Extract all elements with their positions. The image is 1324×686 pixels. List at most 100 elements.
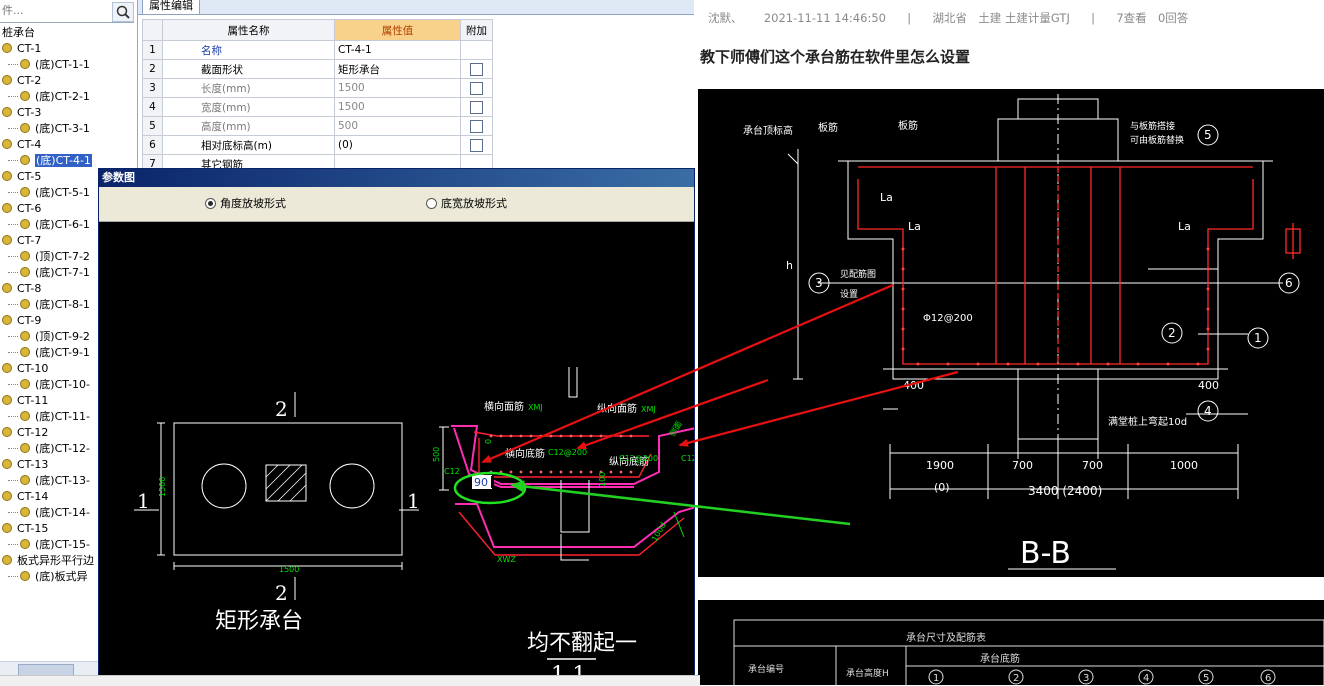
label-top-bar-v: 纵向面筋 (597, 402, 637, 415)
tree-item-label: (底)CT-8-1 (35, 298, 90, 311)
property-value[interactable]: 500 (334, 116, 461, 136)
extra-checkbox[interactable] (470, 81, 483, 95)
parameter-diagram-dialog: 参数图 角度放坡形式 底宽放坡形式 (98, 168, 695, 685)
label-top-code-1: XMJ (528, 403, 543, 412)
tree-item[interactable]: (底)CT-7-1 (8, 265, 90, 281)
property-value[interactable]: CT-4-1 (334, 40, 461, 60)
property-extra-cell (460, 59, 493, 79)
tab-property-edit[interactable]: 属性编辑 (142, 0, 200, 14)
tree-item[interactable]: (顶)CT-7-2 (8, 249, 90, 265)
row-number: 5 (142, 116, 163, 136)
tree-item-label: (底)CT-14- (35, 506, 90, 519)
component-gear-icon (20, 123, 30, 133)
cad-label-la-right: La (1178, 220, 1191, 233)
tree-item-label: (底)CT-12- (35, 442, 90, 455)
tree-item[interactable]: CT-3 (2, 105, 41, 121)
tree-item[interactable]: (底)CT-9-1 (8, 345, 90, 361)
tree-item[interactable]: 板式异形平行边 (2, 553, 94, 569)
tree-item[interactable]: CT-11 (2, 393, 48, 409)
post-author[interactable]: 沈默、 (708, 11, 743, 25)
property-value[interactable]: 矩形承台 (334, 59, 461, 79)
post-replies: 0回答 (1157, 11, 1189, 25)
tree-item[interactable]: (底)CT-10- (8, 377, 90, 393)
search-button[interactable] (112, 2, 134, 22)
table-number-circle (1008, 669, 1024, 685)
table-number-circle (1198, 669, 1214, 685)
property-extra-cell (460, 135, 493, 155)
property-value[interactable]: (0) (334, 135, 461, 155)
radio-width-slope[interactable]: 底宽放坡形式 (426, 197, 507, 211)
cad-rebar (857, 166, 1254, 365)
tree-item[interactable]: CT-2 (2, 73, 41, 89)
table-number-circle (928, 669, 944, 685)
extra-checkbox[interactable] (470, 119, 483, 133)
tree-item[interactable]: CT-10 (2, 361, 48, 377)
cad-rebar-dots (901, 247, 1210, 366)
tree-item[interactable]: 桩承台 (2, 25, 35, 41)
tree-item[interactable]: (底)CT-13- (8, 473, 90, 489)
tree-item[interactable]: (底)CT-5-1 (8, 185, 90, 201)
post-category[interactable]: 土建 土建计量GTJ (978, 11, 1070, 25)
cad-bar-spec: Φ12@200 (923, 313, 973, 324)
tree-item[interactable]: (底)CT-14- (8, 505, 90, 521)
property-value[interactable]: 1500 (334, 97, 461, 117)
tree-item[interactable]: CT-4 (2, 137, 41, 153)
label-bar-spec-short: C12 (444, 467, 460, 476)
tree-item-label: (底)CT-2-1 (35, 90, 90, 103)
extra-checkbox[interactable] (470, 138, 483, 152)
tree-item[interactable]: CT-14 (2, 489, 48, 505)
tree-item[interactable]: (底)板式异 (8, 569, 88, 585)
tree-item[interactable]: (顶)CT-9-2 (8, 329, 90, 345)
tree-item-label: CT-5 (17, 170, 42, 183)
tree-item[interactable]: (底)CT-3-1 (8, 121, 90, 137)
tree-item[interactable]: (底)CT-11- (8, 409, 90, 425)
table-number: 3 (1083, 673, 1089, 684)
tree-item[interactable]: CT-13 (2, 457, 48, 473)
property-name: 名称 (162, 40, 335, 60)
cad-label-plate: 板筋 (818, 121, 838, 134)
radio-angle-slope[interactable]: 角度放坡形式 (205, 197, 286, 211)
slope-input-box[interactable] (472, 475, 492, 489)
component-gear-icon (20, 91, 30, 101)
tree-item[interactable]: (底)CT-6-1 (8, 217, 90, 233)
meta-separator: | (1091, 11, 1096, 25)
col-header-extra: 附加 (460, 19, 493, 41)
tree-item[interactable]: (底)CT-2-1 (8, 89, 90, 105)
extra-checkbox[interactable] (470, 100, 483, 114)
dialog-title[interactable]: 参数图 (99, 169, 694, 187)
property-value[interactable]: 1500 (334, 78, 461, 98)
cad-section-title: B-B (1020, 536, 1071, 571)
extra-checkbox[interactable] (470, 62, 483, 76)
tree-item[interactable]: CT-15 (2, 521, 48, 537)
cad-section-drawing[interactable]: 6 3 1 2 4 5 承台顶标高 板筋 板筋 与板筋搭接 可由板筋替换 La … (698, 89, 1324, 577)
tree-item[interactable]: CT-5 (2, 169, 41, 185)
cad-mark-4: 4 (1204, 404, 1212, 418)
tree-item[interactable]: (底)CT-12- (8, 441, 90, 457)
tree-search-input[interactable] (0, 1, 112, 19)
tree-item[interactable]: CT-12 (2, 425, 48, 441)
cad-mark-5: 5 (1204, 128, 1212, 142)
tree-item[interactable]: (底)CT-15- (8, 537, 90, 553)
tree-item[interactable]: CT-1 (2, 41, 41, 57)
label-top-bar-h: 横向面筋 (484, 400, 524, 413)
component-gear-icon (20, 155, 30, 165)
cad-table-title: 承台尺寸及配筋表 (906, 631, 986, 644)
tree-item[interactable]: CT-8 (2, 281, 41, 297)
component-gear-icon (2, 459, 12, 469)
tree-item[interactable]: (底)CT-8-1 (8, 297, 90, 313)
slope-input-value[interactable]: 90 (474, 476, 488, 489)
tree-item[interactable]: CT-7 (2, 233, 41, 249)
tree-item[interactable]: (底)CT-4-1 (8, 153, 92, 169)
tree-item[interactable]: CT-6 (2, 201, 41, 217)
component-gear-icon (20, 331, 30, 341)
tree-item[interactable]: (底)CT-1-1 (8, 57, 90, 73)
tree-item-label: 板式异形平行边 (17, 554, 94, 567)
tree-item[interactable]: CT-9 (2, 313, 41, 329)
